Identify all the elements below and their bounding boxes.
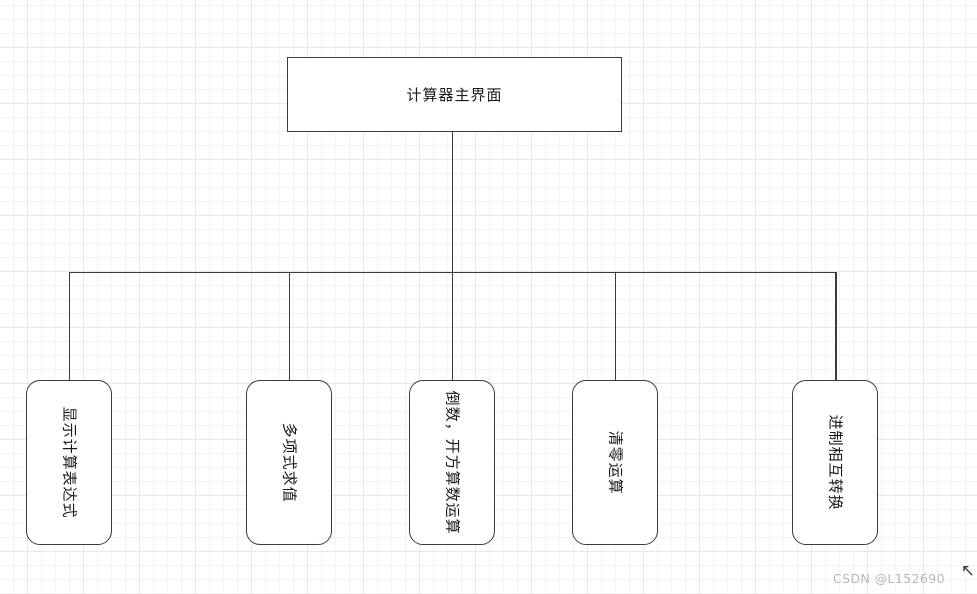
watermark-text: CSDN @L152690 [833, 571, 945, 586]
node-root[interactable]: 计算器主界面 [287, 57, 622, 132]
cursor-arrow-icon: ↖ [960, 561, 975, 581]
connector-stub-4 [614, 272, 617, 380]
connector-stub-2 [288, 272, 291, 380]
node-leaf-1-label: 显示计算表达式 [60, 406, 79, 519]
node-leaf-5[interactable]: 进制相互转换 [792, 380, 878, 545]
connector-stub-1 [68, 272, 71, 380]
node-leaf-3-label: 倒数，开方算数运算 [443, 390, 462, 535]
node-leaf-2[interactable]: 多项式求值 [246, 380, 332, 545]
node-leaf-5-label: 进制相互转换 [826, 414, 845, 511]
connector-stub-5 [835, 272, 837, 380]
node-leaf-1[interactable]: 显示计算表达式 [26, 380, 112, 545]
connector-root-trunk [451, 132, 454, 272]
connector-stub-3 [451, 272, 454, 380]
node-leaf-4[interactable]: 清零运算 [572, 380, 658, 545]
node-leaf-3[interactable]: 倒数，开方算数运算 [409, 380, 495, 545]
node-leaf-4-label: 清零运算 [606, 430, 625, 495]
node-leaf-2-label: 多项式求值 [280, 422, 299, 503]
node-root-label: 计算器主界面 [406, 85, 503, 104]
